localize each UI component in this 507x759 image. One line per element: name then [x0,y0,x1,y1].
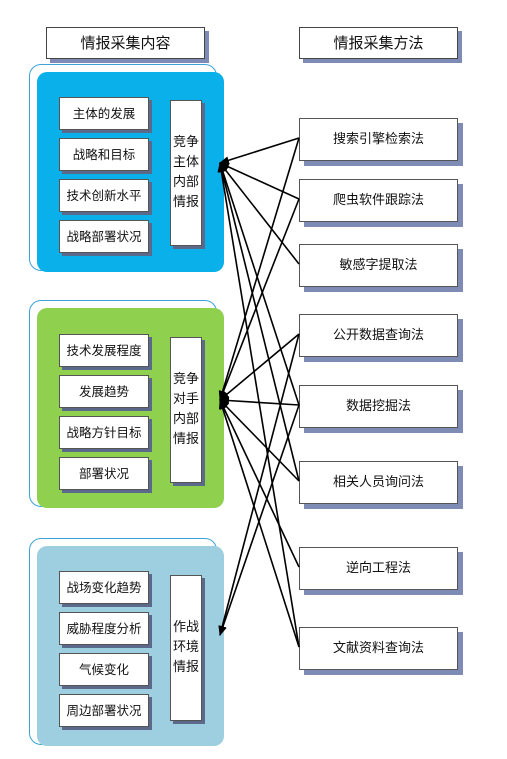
link-arrow-8 [219,333,300,401]
method-header: 情报采集方法 [299,27,458,59]
method-box: 逆向工程法 [299,547,458,590]
link-arrow-14 [219,404,300,636]
content-item: 气候变化 [59,653,149,686]
method-box: 文献资料查询法 [299,627,458,670]
link-arrow-12 [218,399,300,648]
target-box-competitor-self: 竞争主体内部情报 [170,100,202,246]
method-box: 公开数据查询法 [299,314,458,357]
link-arrow-2 [219,162,300,265]
content-item: 战略方针目标 [59,416,149,449]
method-box: 数据挖掘法 [299,385,458,428]
link-arrow-7 [219,198,300,401]
link-arrow-13 [218,333,300,636]
link-arrow-10 [219,399,300,482]
link-arrow-1 [219,162,300,200]
target-box-competitor-opponent: 竞争对手内部情报 [170,337,202,483]
content-item: 威胁程度分析 [59,612,149,645]
method-box: 敏感字提取法 [299,244,458,287]
content-item: 战略和目标 [59,138,149,171]
content-item: 战略部署状况 [59,220,149,253]
link-arrow-9 [219,396,300,406]
content-item: 部署状况 [59,457,149,490]
link-arrow-3 [218,162,300,406]
method-box: 爬虫软件跟踪法 [299,179,458,222]
content-item: 主体的发展 [59,97,149,130]
method-box: 相关人员询问法 [299,461,458,504]
content-item: 战场变化趋势 [59,571,149,604]
target-box-battlefield: 作战环境情报 [170,575,202,721]
link-arrow-4 [218,162,300,482]
content-header: 情报采集内容 [46,27,205,59]
content-item: 技术创新水平 [59,179,149,212]
link-arrow-5 [217,162,300,648]
content-item: 周边部署状况 [59,694,149,727]
link-arrow-0 [219,137,300,165]
method-box: 搜索引擎检索法 [299,118,458,161]
content-item: 发展趋势 [59,375,149,408]
link-arrow-6 [218,137,300,401]
content-item: 技术发展程度 [59,334,149,367]
